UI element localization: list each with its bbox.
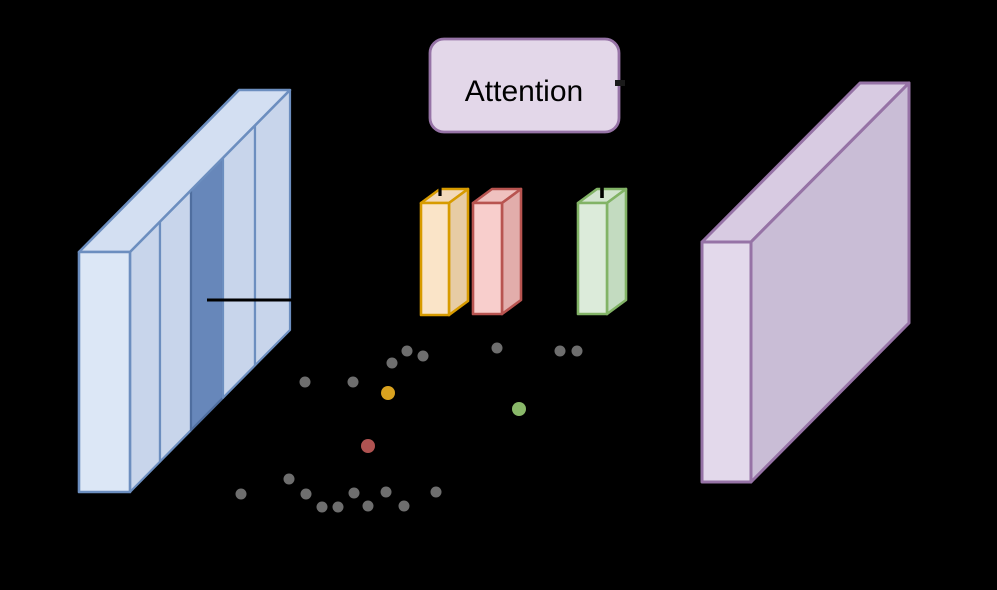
scatter-dot-orange (381, 386, 395, 400)
scatter-dot-gray (398, 500, 410, 512)
scatter-dot-gray (401, 345, 413, 357)
scatter-dot-gray (417, 350, 429, 362)
red-bar-front-face (471, 201, 504, 316)
scatter-dot-gray (554, 345, 566, 357)
scatter-dot-gray (300, 488, 312, 500)
orange-bar-front-face (419, 201, 451, 317)
scatter-dot-gray (332, 501, 344, 513)
attention-module: Attention (428, 37, 625, 134)
output-slab-front-face (700, 240, 753, 484)
feature-slice-1 (128, 220, 162, 494)
orange-bar-side-face (447, 187, 470, 317)
left-feature-slab (77, 88, 292, 494)
green-bar-front-face (576, 201, 609, 316)
scatter-dot-green (512, 402, 526, 416)
feature-slice-highlighted (189, 156, 225, 432)
scatter-dot-gray (430, 486, 442, 498)
green-bar-side-face (605, 187, 628, 316)
scatter-dot-gray (235, 488, 247, 500)
right-feature-slab (700, 81, 911, 484)
scatter-dot-gray (380, 486, 392, 498)
feature-slice-2 (158, 189, 193, 463)
vector-bar-red (471, 187, 523, 316)
scatter-dot-gray (283, 473, 295, 485)
scatter-dot-gray (491, 342, 503, 354)
embedding-scatter (235, 342, 583, 513)
vector-bars (419, 183, 628, 317)
scatter-dot-gray (316, 501, 328, 513)
scatter-dot-gray (362, 500, 374, 512)
scatter-dot-gray (386, 357, 398, 369)
feature-slab-front-face (77, 250, 132, 494)
red-bar-side-face (500, 187, 523, 316)
scatter-dot-gray (299, 376, 311, 388)
feature-slice-4 (221, 124, 257, 399)
scatter-dot-gray (571, 345, 583, 357)
scatter-dot-red (361, 439, 375, 453)
feature-slice-5 (253, 88, 292, 367)
vector-bar-green (576, 184, 628, 316)
attention-box-label: Attention (465, 75, 583, 108)
scatter-dot-gray (347, 376, 359, 388)
vector-bar-orange (419, 183, 470, 317)
scatter-dot-gray (348, 487, 360, 499)
